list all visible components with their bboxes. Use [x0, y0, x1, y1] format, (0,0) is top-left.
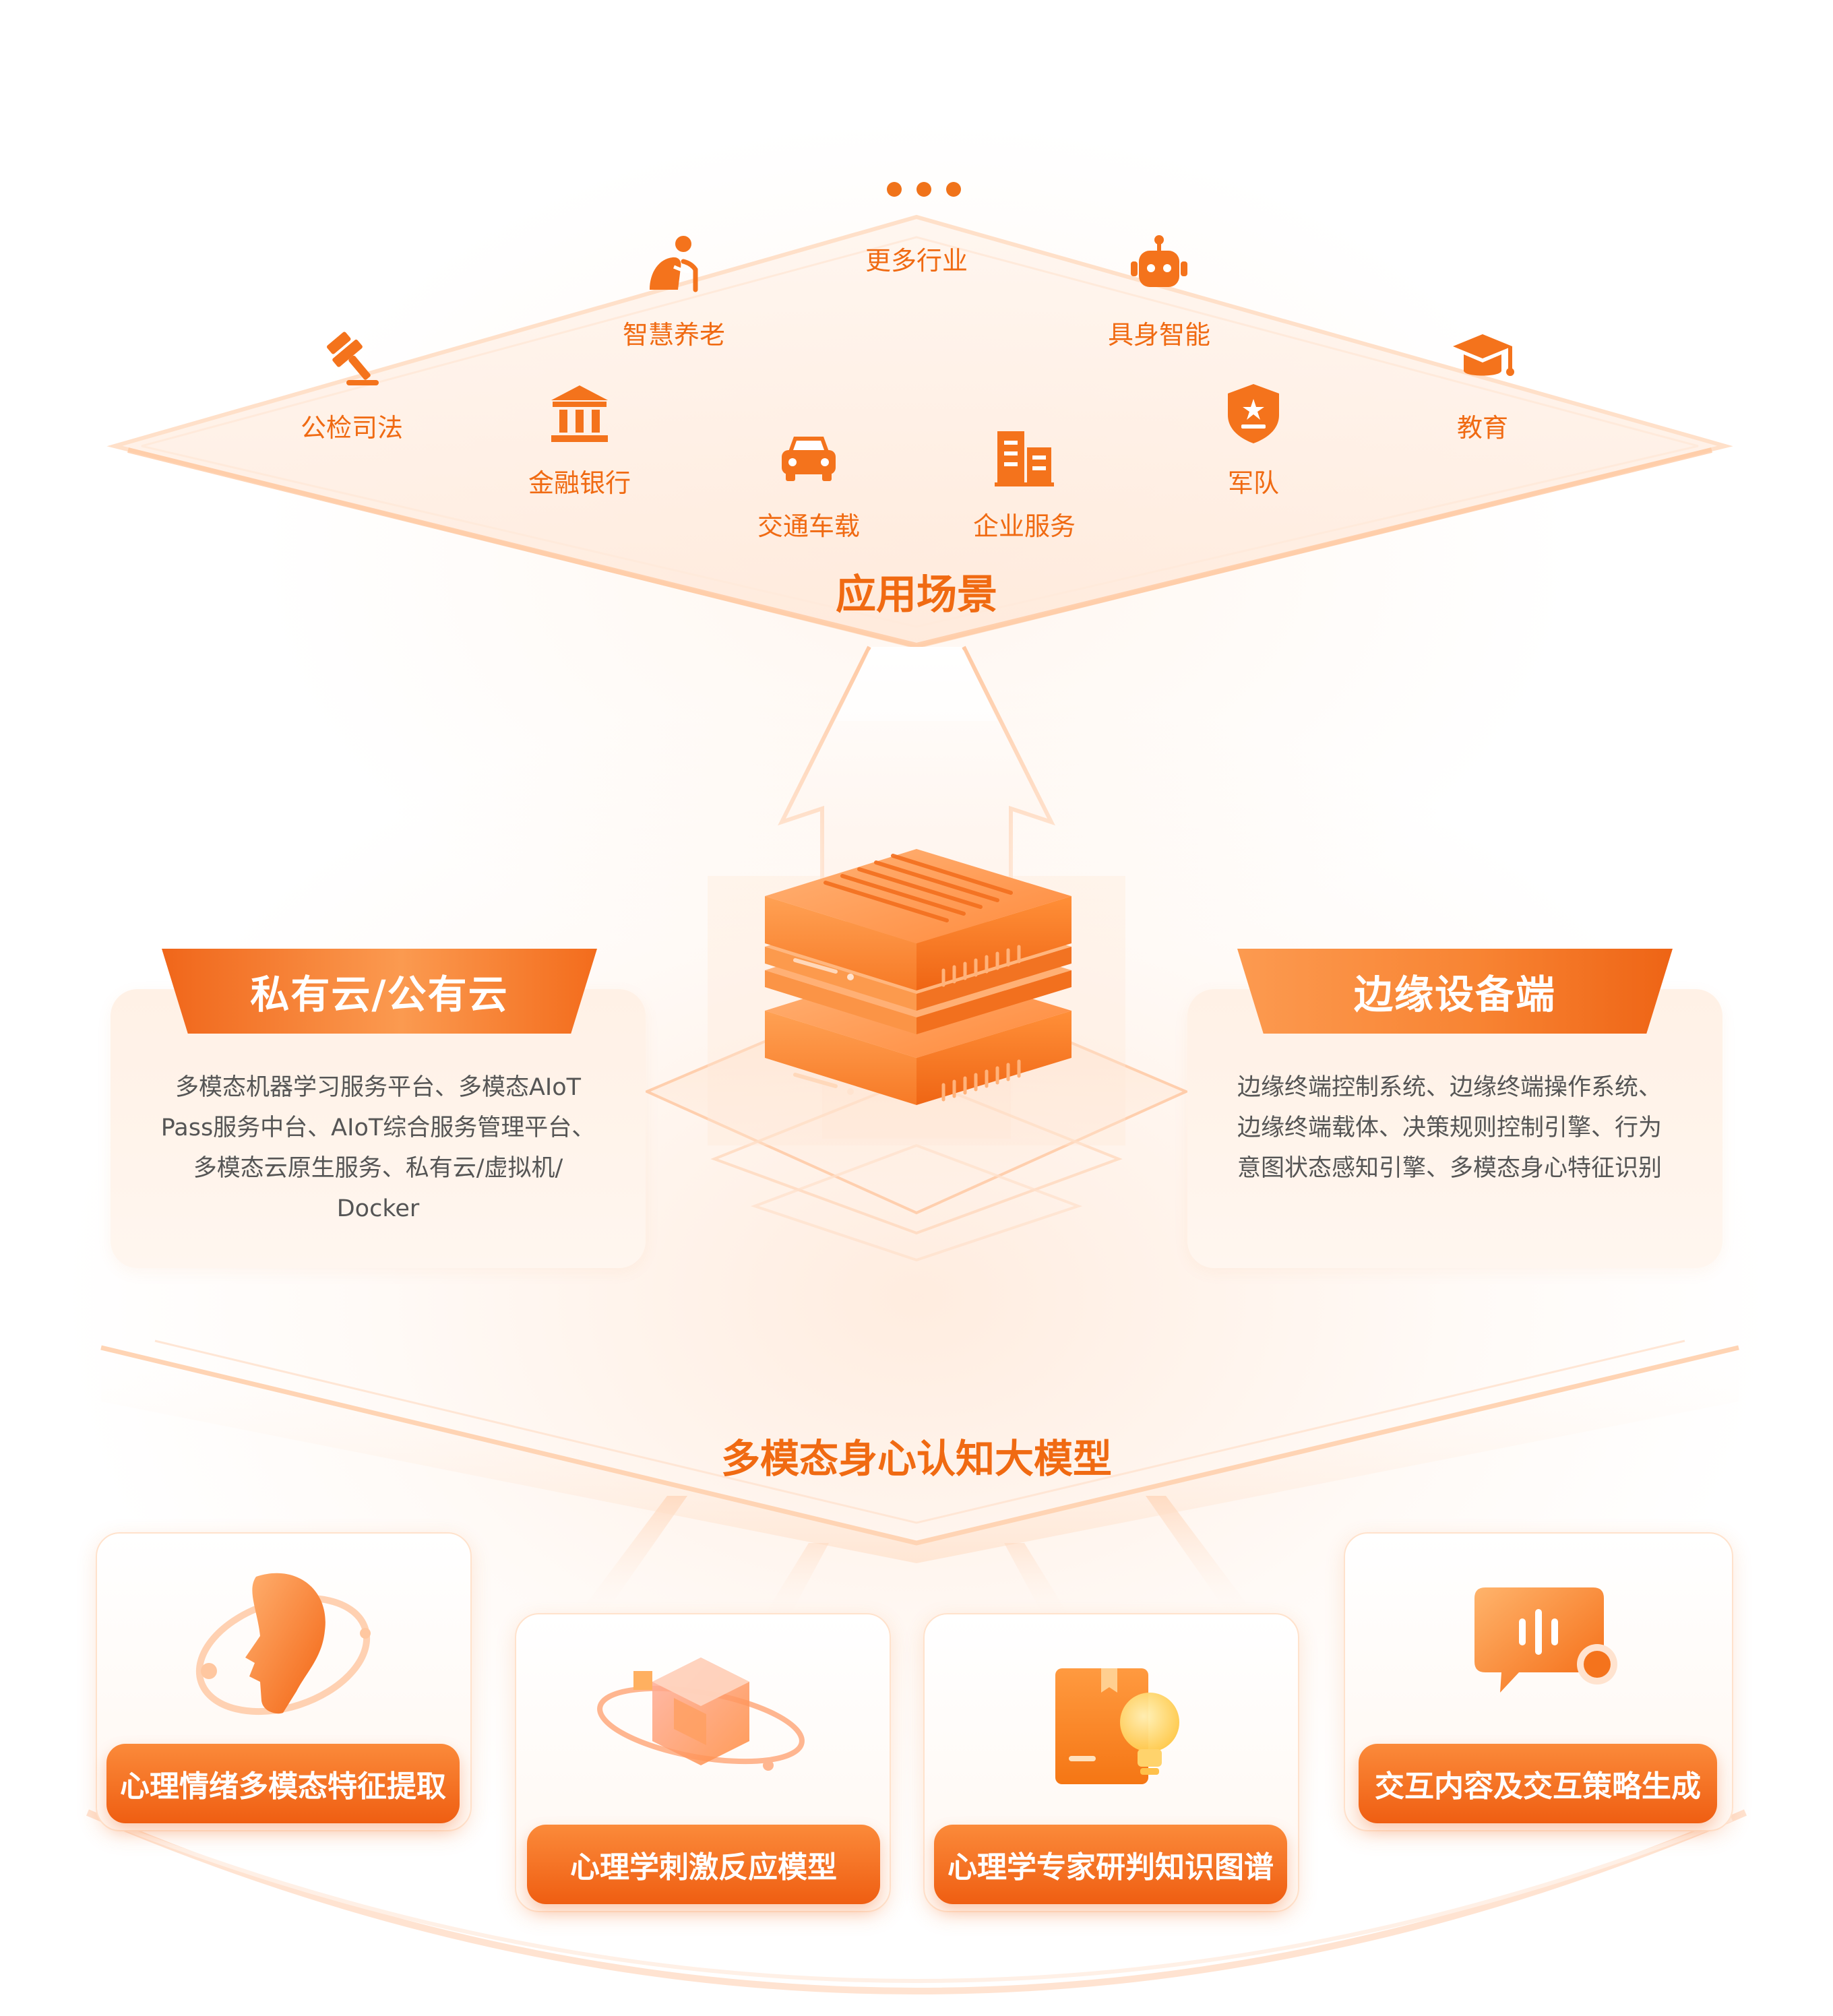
book-lightbulb-icon — [1042, 1655, 1190, 1792]
edge-ribbon-title: 边缘设备端 — [1237, 949, 1673, 1034]
bank-icon — [547, 381, 612, 446]
military-shield-icon — [1221, 381, 1286, 446]
feature-button-interaction[interactable]: 交互内容及交互策略生成 — [1359, 1744, 1717, 1823]
edge-description-line: 边缘终端控制系统、边缘终端操作系统、 — [1237, 1074, 1663, 1101]
industry-label: 教育 — [1456, 413, 1508, 443]
edge-card — [1187, 989, 1722, 1268]
gavel-icon — [319, 326, 384, 391]
head-profile-icon — [182, 1556, 384, 1734]
robot-icon — [1127, 232, 1191, 296]
edge-description-line: 意图状态感知引擎、多模态身心特征识别 — [1237, 1155, 1663, 1182]
industry-label: 更多行业 — [865, 246, 968, 276]
feature-button-stimulus[interactable]: 心理学刺激反应模型 — [527, 1825, 880, 1904]
cloud-description: 多模态机器学习服务平台、多模态AIoT Pass服务中台、AIoT综合服务管理平… — [135, 1067, 621, 1229]
cloud-card — [111, 989, 646, 1268]
model-title: 多模态身心认知大模型 — [720, 1436, 1112, 1482]
edge-description: 边缘终端控制系统、边缘终端操作系统、 边缘终端载体、决策规则控制引擎、行为 意图… — [1237, 1067, 1696, 1189]
cloud-description-line: Docker — [336, 1195, 420, 1222]
industry-label: 公检司法 — [300, 413, 403, 443]
elderly-person-icon — [642, 232, 706, 296]
car-icon — [776, 424, 841, 489]
industry-label: 金融银行 — [528, 468, 631, 498]
feature-button-emotion[interactable]: 心理情绪多模态特征提取 — [106, 1744, 460, 1823]
industry-label: 军队 — [1227, 468, 1279, 498]
office-building-icon — [992, 424, 1057, 489]
more-dots-icon — [887, 182, 961, 197]
industry-label: 交通车载 — [757, 511, 860, 541]
industry-label: 智慧养老 — [622, 320, 725, 350]
cloud-ribbon-title: 私有云/公有云 — [162, 949, 597, 1034]
cloud-description-line: 多模态机器学习服务平台、多模态AIoT — [175, 1074, 582, 1101]
cube-orbit-icon — [593, 1644, 809, 1802]
feature-button-knowledge[interactable]: 心理学专家研判知识图谱 — [934, 1825, 1287, 1904]
industry-label: 企业服务 — [972, 511, 1076, 541]
chat-bubble-icon — [1472, 1581, 1634, 1711]
scene-title: 应用场景 — [836, 571, 997, 619]
cloud-description-line: 多模态云原生服务、私有云/虚拟机/ — [193, 1155, 563, 1182]
edge-description-line: 边缘终端载体、决策规则控制引擎、行为 — [1237, 1114, 1663, 1141]
industry-label: 具身智能 — [1107, 320, 1210, 350]
cloud-description-line: Pass服务中台、AIoT综合服务管理平台、 — [160, 1114, 596, 1141]
graduation-cap-icon — [1450, 326, 1515, 391]
